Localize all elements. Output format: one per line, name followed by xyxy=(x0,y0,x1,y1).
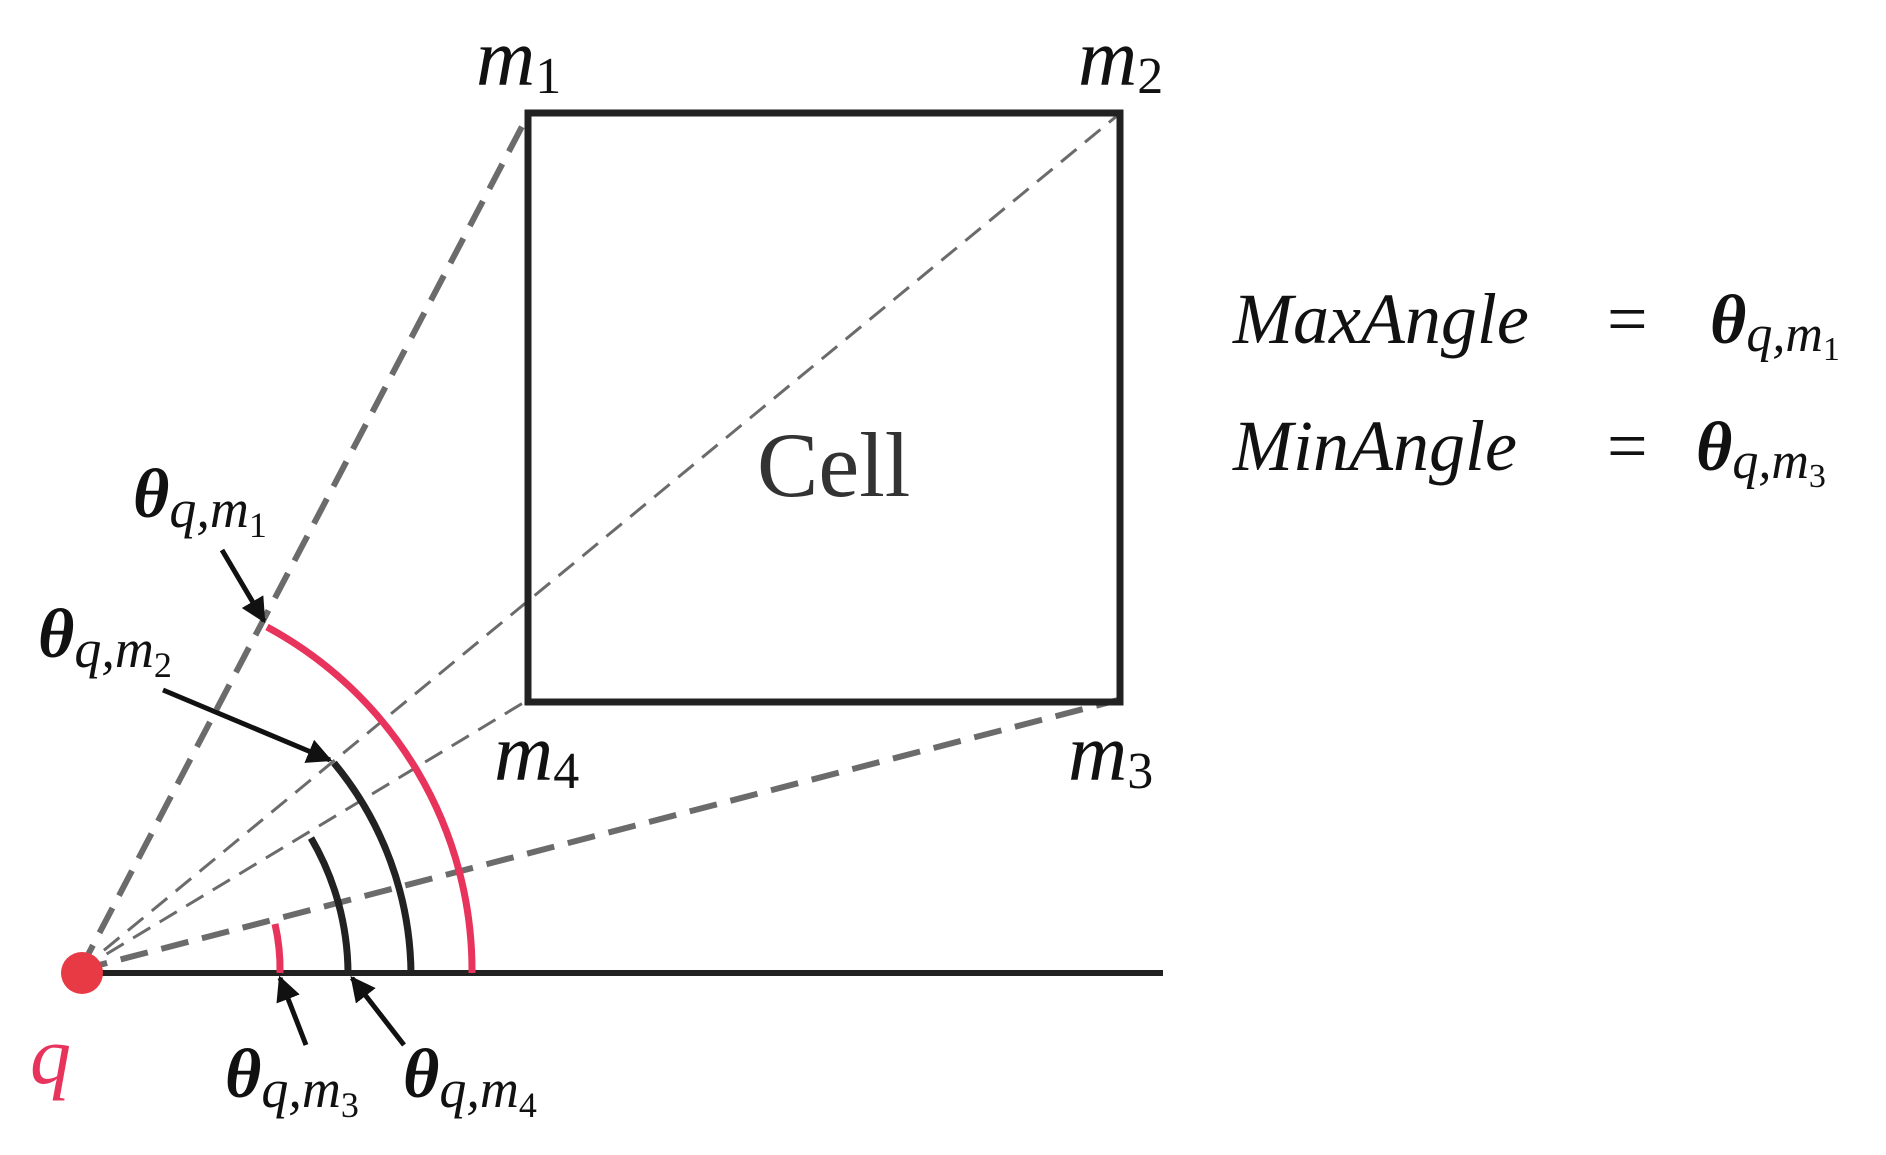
cell-box xyxy=(524,109,1124,706)
corner-label-m2: m2 xyxy=(1078,12,1163,105)
point-q-label: q xyxy=(30,1010,71,1101)
arc-theta-m3 xyxy=(271,923,284,974)
angle-label-theta-m1: θq,m1 xyxy=(133,456,267,545)
angle-arcs xyxy=(265,623,476,974)
max-angle-lhs: MaxAngle xyxy=(1232,279,1529,359)
ray-to-m1 xyxy=(77,113,531,972)
equations: MaxAngle = θq,m1 MinAngle = θq,m3 xyxy=(1232,279,1840,495)
min-angle-lhs: MinAngle xyxy=(1232,406,1517,486)
dashed-rays xyxy=(77,113,1119,973)
arrow-theta-m4 xyxy=(350,976,406,1047)
angle-label-theta-m3: θq,m3 xyxy=(225,1036,359,1125)
arc-theta-m2 xyxy=(331,760,415,974)
min-angle-equals: = xyxy=(1607,406,1648,486)
cell-label: Cell xyxy=(757,414,910,516)
arrow-theta-m3 xyxy=(276,975,309,1046)
ray-to-m4 xyxy=(79,698,529,972)
ray-to-m2 xyxy=(79,113,1119,972)
arrow-theta-m2 xyxy=(162,687,333,763)
corner-label-m3: m3 xyxy=(1068,707,1153,800)
angle-label-theta-m4: θq,m4 xyxy=(403,1036,537,1125)
min-angle-rhs: θq,m3 xyxy=(1696,409,1826,495)
corner-label-m1: m1 xyxy=(476,12,561,105)
ray-to-m3 xyxy=(79,697,1119,973)
max-angle-rhs: θq,m1 xyxy=(1710,282,1840,368)
angle-label-theta-m2: θq,m2 xyxy=(38,596,172,685)
arc-theta-m4 xyxy=(307,836,352,974)
arrow-theta-m1 xyxy=(219,548,267,624)
point-q xyxy=(61,952,103,994)
max-angle-equals: = xyxy=(1607,279,1648,359)
arc-theta-m1 xyxy=(265,623,476,974)
pointer-arrows xyxy=(162,548,406,1047)
corner-label-m4: m4 xyxy=(494,707,579,800)
